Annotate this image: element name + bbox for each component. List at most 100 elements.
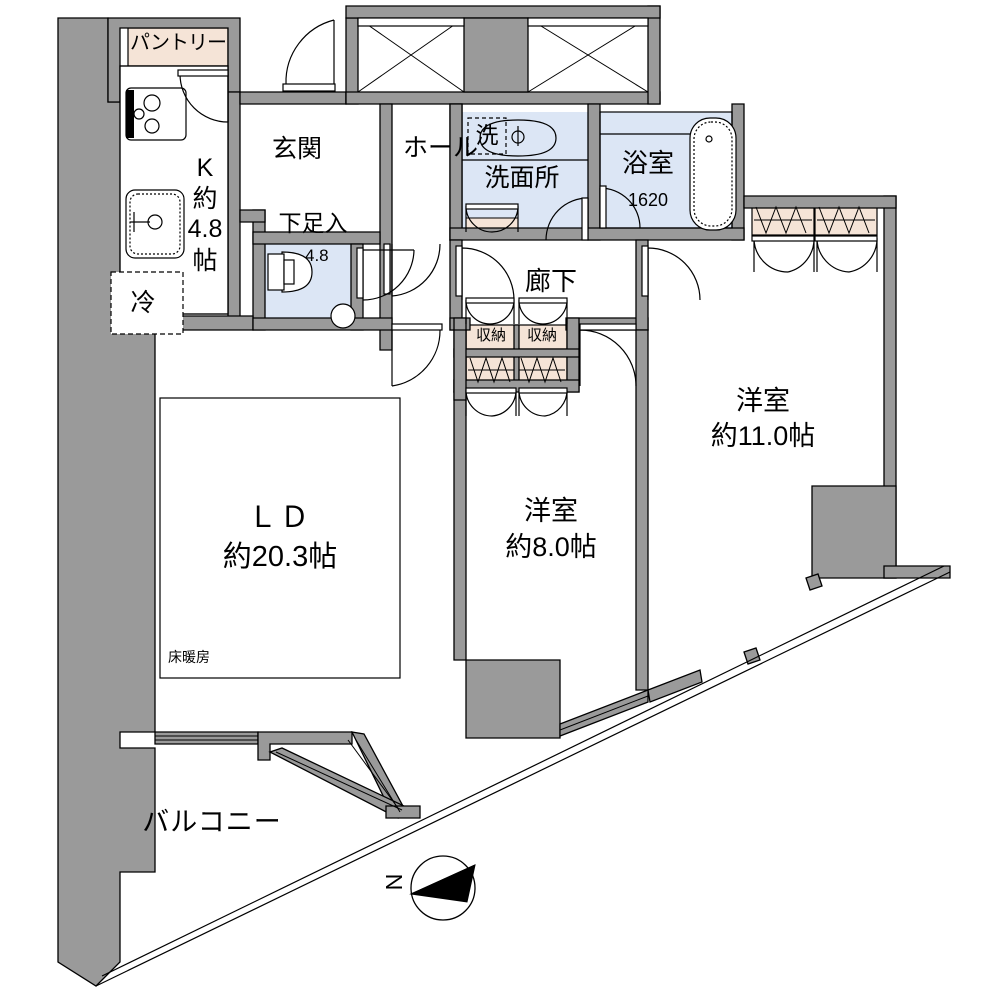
wall-closet-box-sep [453,348,580,358]
label-shoe-box: 下足入 [278,210,348,236]
wall-bath-left [587,103,601,241]
label-hall: ホール [403,134,478,163]
room8-door-leaf [579,323,637,331]
shaft-top-strip-l [357,17,465,27]
label-ld: ＬＤ [247,502,312,534]
closet-fold-6 [491,389,517,417]
pantry-door-swing [179,73,229,123]
washroom-bifold-2 [491,205,519,233]
corridor-door-hall-leaf [455,245,463,297]
r11-closet-fold-4 [848,237,878,273]
burner-1 [143,94,161,112]
wall-shaft-top [345,5,661,19]
wall-room8-left [453,391,467,661]
toilet-tank [267,253,285,291]
wall-room11-bottom-ext [883,565,951,579]
wall-wet-bottom [449,227,745,241]
closet-fold-5 [465,389,493,417]
washroom-bifold-panel [465,203,519,210]
closet-panel-4 [518,387,568,394]
corridor-closet-fold-1 [465,299,491,325]
compass-rose [409,855,476,921]
wall-room8-left-2 [453,329,467,401]
label-genkan: 玄関 [271,135,322,163]
hanger-symbol-group-corridor [468,356,565,384]
bathtub-inner [693,121,733,227]
hall-ld-door-swing [391,329,441,387]
shaft-top-strip-r [527,17,649,27]
wall-slant-seg-3 [743,647,761,665]
label-kitchen-yaku: 約 [192,185,218,213]
label-closet-2: 収納 [526,327,557,344]
toilet-door-swing [362,249,415,301]
r11-closet-fold-1 [753,237,789,273]
closet-label-2-fill [516,324,568,350]
r11-closet-fold-3 [816,237,850,273]
fixtures [95,17,951,987]
genkan-door-leaf [282,83,336,92]
hanger-symbol-group-room11 [754,205,875,235]
wall-shaft-pillar [463,17,529,93]
wall-room8-bottom-block [465,659,561,739]
ld-floor-heating-area [159,397,401,679]
burner-3 [133,108,145,120]
label-kitchen-area: 4.8 [187,215,223,243]
room8-window [559,695,649,731]
label-room11: 洋室 [736,386,790,416]
hall-door-leaf [383,243,391,295]
compass-label-north: Ｎ [382,870,407,893]
cooktop-bar [126,90,134,138]
wall-slant-seg-2 [647,669,703,703]
label-corridor: 廊下 [524,266,577,296]
wall-shoebox-bottom [252,231,381,245]
faucet [130,212,150,232]
wall-shaft-bottom [345,91,661,105]
label-room11-area: 約11.0帖 [710,421,816,451]
toilet-door-leaf [356,247,364,299]
label-closet-1: 収納 [475,327,506,344]
label-washer: 洗 [475,122,499,148]
r11-closet-fold-2 [787,237,815,273]
label-ld-area: 約20.3帖 [222,541,338,573]
label-balcony: バルコニー [142,807,282,837]
washroom-bifold-1 [465,205,493,233]
label-washroom: 洗面所 [484,164,560,192]
label-room8: 洋室 [524,496,578,526]
wall-genkan-bottom [239,209,266,223]
toilet-tank-2 [283,259,295,285]
shaft-x-marks [357,17,649,93]
sink-drain [147,214,163,230]
corridor-closet-panel-1 [465,297,515,304]
corridor-closet-fold-2 [489,299,515,325]
corridor-closet-fold-3 [518,299,544,325]
wall-room11-bottom-block [811,485,897,579]
r11-closet-panel-1 [751,235,815,242]
wall-hall-left [379,103,393,351]
refrigerator [110,271,184,335]
closet-fold-7 [518,389,546,417]
washroom-door-leaf [581,197,589,241]
pantry-door-leaf [177,69,229,77]
closet-panel-3 [465,387,517,394]
label-kitchen-unit: 帖 [192,247,218,275]
label-refrigerator: 冷 [130,289,156,317]
wall-shaft-right [647,5,661,105]
wall-shaft-left [345,17,359,105]
wall-ld-bottom-left [154,731,259,745]
room8-door-swing [579,329,637,387]
label-toilet-size: 4.8 [305,246,329,265]
label-room8-area: 約8.0帖 [505,532,597,562]
wall-room8-right [635,329,649,691]
wall-genkan-top [239,91,347,105]
balcony-edge [95,565,951,987]
hall-ld-door-leaf [391,323,443,331]
r11-closet-panel-2 [814,235,878,242]
wall-room11-top [743,195,897,209]
wall-washroom-left [449,103,463,241]
ld-window [155,735,258,741]
corridor-closet-fold-4 [542,299,568,325]
wall-balcony-foot [385,805,421,819]
label-pantry: パントリー [130,32,227,54]
